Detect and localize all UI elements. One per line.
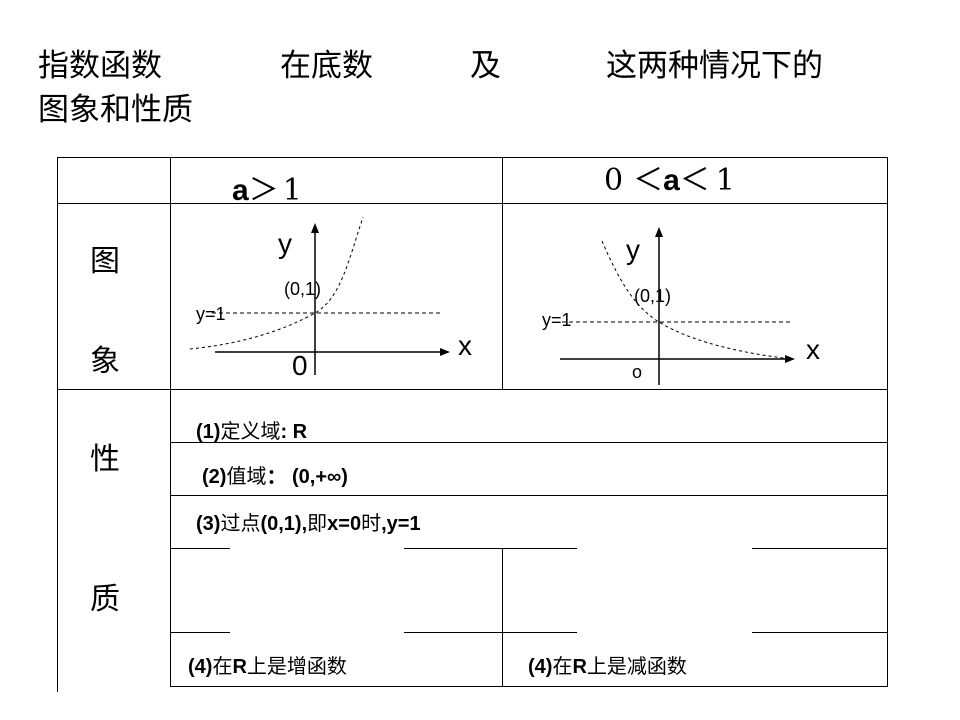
table-rule-p2: [170, 495, 888, 496]
property-point-mid2: x=0: [327, 513, 362, 535]
header-right-rel1: ＜: [633, 163, 664, 198]
table-rule-p3-seg3: [752, 548, 888, 549]
graph-right-asymptote-label: y=1: [542, 310, 572, 330]
row-label-prop-1: 性: [90, 442, 120, 477]
table-border-right: [887, 157, 888, 686]
header-left-num: 1: [282, 173, 302, 208]
graph-left-origin-label: 0: [292, 350, 308, 381]
graph-left-asymptote-label: y=1: [196, 304, 226, 324]
property-domain: (1)定义域: R: [196, 415, 307, 444]
property-dec-num: (4): [528, 656, 553, 678]
graph-right-y-label: y: [626, 234, 640, 265]
property-inc-mid: R: [232, 656, 247, 678]
property-inc-cn1: 在: [212, 654, 233, 678]
property-inc-num: (4): [188, 656, 213, 678]
property-domain-value: : R: [280, 421, 308, 443]
table-border-top: [57, 157, 888, 158]
title-line-2: 图象和性质: [38, 92, 193, 128]
title-part-4: 这两种情况下的: [606, 48, 823, 84]
table-col-divider-2-lower: [502, 548, 503, 686]
graph-left-y-label: y: [278, 228, 292, 259]
table-rule-header: [57, 203, 888, 204]
table-rule-graph: [57, 389, 888, 390]
graph-increasing: [189, 216, 450, 375]
graph-left-x-label: x: [458, 330, 472, 361]
table-col-divider-1: [170, 157, 171, 686]
graph-right-y-arrow: [655, 227, 663, 237]
graph-right-origin-label: o: [632, 362, 643, 382]
header-right-zero: 0: [604, 163, 624, 198]
title-part-2: 在底数: [280, 48, 373, 84]
graph-left-x-arrow: [440, 348, 450, 356]
property-inc-cn2: 上是增函数: [246, 654, 347, 678]
property-point-rest: ,y=1: [381, 513, 421, 535]
table-border-bottom: [170, 686, 888, 687]
property-decreasing: (4)在R上是减函数: [528, 650, 687, 679]
table-col-divider-2-upper: [502, 157, 503, 389]
property-range: (2)值域： (0,+∞): [202, 460, 348, 489]
graph-right-point-label: (0,1): [634, 286, 672, 306]
row-label-prop-2: 质: [90, 582, 120, 617]
title-part-3: 及: [470, 48, 501, 84]
graph-left-curve: [189, 216, 364, 350]
title-part-1: 指数函数: [38, 48, 162, 84]
table-rule-p1: [170, 442, 888, 443]
header-left-rel: ＞: [248, 173, 279, 208]
property-range-value: ： (0,+∞): [266, 466, 348, 488]
graph-left-y-arrow: [311, 223, 319, 233]
table-border-left: [57, 157, 58, 692]
header-right-rel2: ＜: [679, 163, 710, 198]
property-domain-num: (1): [196, 421, 221, 443]
property-point-cn2: 即: [307, 511, 328, 535]
property-point-mid: (0,1),: [260, 513, 308, 535]
header-right-num: 1: [715, 163, 735, 198]
table-rule-p3-seg2: [404, 548, 577, 549]
graph-decreasing: [560, 227, 795, 385]
graph-left-point-label: (0,1): [284, 279, 322, 299]
header-a-greater-1: a＞1: [232, 165, 302, 209]
header-left-a: a: [232, 174, 249, 207]
header-0-less-a-less-1: 0＜a＜1: [604, 155, 735, 199]
property-point-cn3: 时: [361, 511, 382, 535]
row-label-graph-2: 象: [90, 344, 120, 379]
table-rule-p4-seg2: [404, 632, 577, 633]
graph-right-x-label: x: [806, 334, 820, 365]
property-dec-mid: R: [572, 656, 587, 678]
property-fixed-point: (3)过点(0,1),即x=0时,y=1: [196, 507, 421, 536]
property-range-num: (2): [202, 466, 227, 488]
graph-right-curve: [601, 240, 793, 360]
property-domain-label: 定义域: [220, 419, 281, 443]
property-range-label: 值域: [226, 464, 267, 488]
property-point-num: (3): [196, 513, 221, 535]
header-right-a: a: [663, 164, 680, 197]
property-point-cn1: 过点: [220, 511, 261, 535]
row-label-graph-1: 图: [90, 244, 120, 279]
table-rule-p4-seg3: [752, 632, 888, 633]
graph-right-x-arrow: [785, 355, 795, 363]
table-rule-p4-seg1: [170, 632, 230, 633]
table-rule-p3-seg1: [170, 548, 230, 549]
property-dec-cn2: 上是减函数: [586, 654, 687, 678]
property-increasing: (4)在R上是增函数: [188, 650, 347, 679]
property-dec-cn1: 在: [552, 654, 573, 678]
